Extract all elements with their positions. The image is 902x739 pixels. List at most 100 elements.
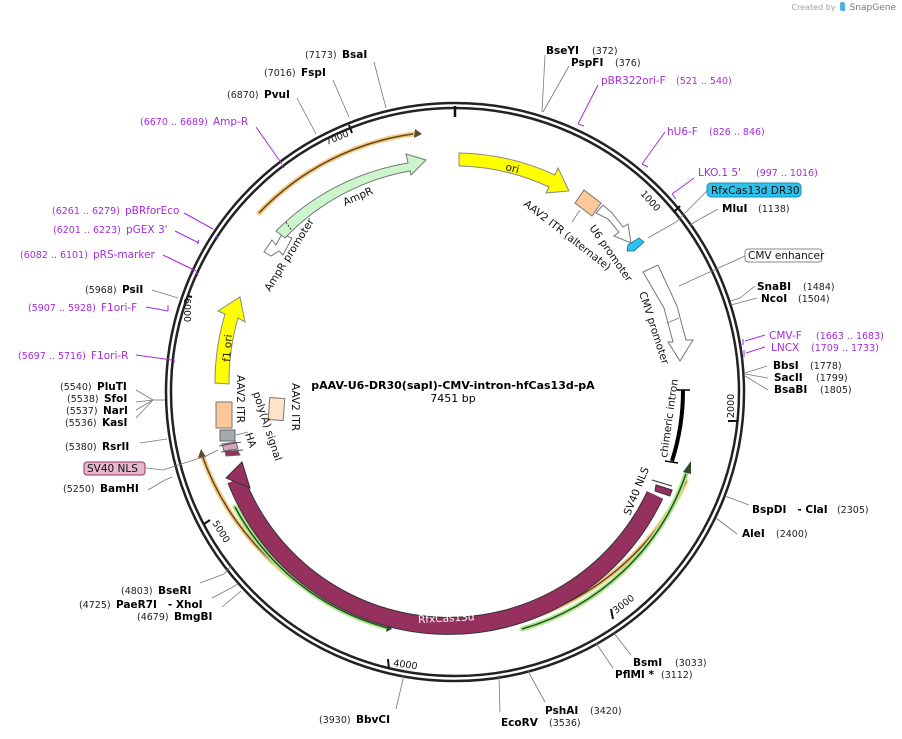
svg-text:PaeR7I - XhoI: PaeR7I - XhoI — [116, 599, 203, 611]
enzyme-pluti: (5540) PluTI — [60, 381, 127, 393]
enzyme-mlui: MluI(1138) — [722, 203, 790, 215]
feature-f1-ori: f1 ori — [214, 296, 246, 385]
svg-text:(3112): (3112) — [661, 670, 693, 681]
enzyme-alei: AleI(2400) — [742, 528, 808, 540]
svg-text:2000: 2000 — [726, 394, 737, 418]
svg-text:hU6-F: hU6-F — [667, 126, 698, 138]
svg-text:PshAI: PshAI — [545, 705, 578, 717]
feature-aav2-itr-2: AAV2 ITR — [267, 383, 301, 431]
tick-4000: 4000 — [387, 658, 418, 672]
svg-text:RfxCas13d: RfxCas13d — [418, 611, 475, 626]
svg-text:(1805): (1805) — [820, 385, 852, 396]
enzyme-ecorv: EcoRV(3536) — [501, 717, 581, 729]
svg-text:(5537): (5537) — [66, 406, 98, 417]
enzyme-bspdi-clai: BspDI - ClaI(2305) — [752, 504, 869, 516]
svg-text:PluTI: PluTI — [97, 381, 127, 393]
enzyme-sfoi: (5538)SfoI — [67, 393, 127, 405]
svg-text:(5536): (5536) — [65, 418, 97, 429]
primer-prs-marker: (6082 .. 6101) pRS-marker — [20, 249, 156, 261]
primer-pbr322ori-f: pBR322ori-F(521 .. 540) — [601, 75, 732, 87]
svg-text:F1ori-F: F1ori-F — [101, 302, 137, 314]
svg-text:BbvCI: BbvCI — [356, 714, 390, 726]
svg-text:BbsI: BbsI — [773, 360, 799, 372]
enzyme-paer7i-xhoi: (4725) PaeR7I - XhoI — [79, 599, 203, 611]
svg-text:(5540): (5540) — [60, 382, 92, 393]
svg-text:(5250): (5250) — [63, 484, 95, 495]
label-sv40-nls: SV40 NLS — [83, 461, 146, 476]
svg-text:(5697 .. 5716): (5697 .. 5716) — [18, 351, 86, 362]
primer-labels: pBR322ori-F(521 .. 540) hU6-F (826 .. 846… — [18, 75, 884, 362]
plasmid-title-block: pAAV-U6-DR30(sapI)-CMV-intron-hfCas13d-p… — [311, 379, 595, 405]
svg-text:NcoI: NcoI — [761, 293, 787, 305]
svg-text:(4679): (4679) — [137, 612, 169, 623]
svg-text:(6082 .. 6101): (6082 .. 6101) — [20, 250, 88, 261]
tick-3000: 3000 — [610, 593, 637, 620]
svg-text:(5968): (5968) — [85, 285, 117, 296]
svg-text:(997 .. 1016): (997 .. 1016) — [756, 168, 818, 179]
enzyme-bmgbi: (4679)BmgBI — [137, 611, 212, 623]
primer-f1ori-f: (5907 .. 5928) F1ori-F — [28, 302, 137, 314]
svg-text:(826 .. 846): (826 .. 846) — [709, 127, 765, 138]
svg-text:ori: ori — [504, 161, 520, 176]
enzyme-nari: (5537) NarI — [66, 405, 128, 417]
svg-text:BsaBI: BsaBI — [774, 384, 807, 396]
enzyme-bseyi: BseYI(372) — [546, 45, 618, 57]
svg-text:(3536): (3536) — [549, 718, 581, 729]
svg-text:(376): (376) — [615, 58, 641, 69]
feature-cmv-promoter: CMV promoter — [636, 264, 694, 367]
enzyme-sacii: SacII(1799) — [774, 372, 848, 384]
feature-dr30 — [626, 237, 645, 252]
svg-text:CMV-F: CMV-F — [769, 330, 802, 342]
svg-text:(1484): (1484) — [803, 282, 835, 293]
primer-f1ori-r: (5697 .. 5716)F1ori-R — [18, 350, 128, 362]
svg-text:BamHI: BamHI — [100, 483, 139, 495]
feature-ori: ori — [458, 152, 570, 194]
feature-ha: HA — [218, 431, 258, 457]
svg-text:(1778): (1778) — [810, 361, 842, 372]
enzyme-labels: BseYI(372) PspFI (376) MluI(1138) SnaBI(1… — [60, 45, 869, 729]
enzyme-leader-lines — [135, 54, 769, 713]
svg-text:(5907 .. 5928): (5907 .. 5928) — [28, 303, 96, 314]
svg-text:PvuI: PvuI — [264, 89, 290, 101]
svg-text:PsiI: PsiI — [122, 284, 143, 296]
feature-chimeric-intron: chimeric intron — [658, 378, 690, 464]
svg-text:(372): (372) — [592, 46, 618, 57]
feature-aav2-itr: AAV2 ITR — [215, 375, 246, 429]
svg-text:(4725): (4725) — [79, 600, 111, 611]
svg-text:BsmI: BsmI — [633, 657, 662, 669]
svg-text:(4803): (4803) — [121, 586, 153, 597]
primer-lncx: LNCX(1709 .. 1733) — [771, 342, 879, 354]
svg-text:(1504): (1504) — [798, 294, 830, 305]
primer-cmv-f: CMV-F(1663 .. 1683) — [769, 330, 884, 342]
svg-text:(1799): (1799) — [816, 373, 848, 384]
svg-text:pRS-marker: pRS-marker — [93, 249, 156, 261]
svg-text:SfoI: SfoI — [104, 393, 127, 405]
enzyme-bsabi: BsaBI (1805) — [774, 384, 852, 396]
svg-text:(2305): (2305) — [837, 505, 869, 516]
svg-text:NarI: NarI — [103, 405, 128, 417]
enzyme-ncoi: NcoI (1504) — [761, 293, 830, 305]
enzyme-psii: (5968) PsiI — [85, 284, 143, 296]
svg-text:RsrII: RsrII — [102, 441, 129, 453]
svg-text:Amp-R: Amp-R — [213, 116, 248, 128]
primer-lko1-5: LKO.1 5'(997 .. 1016) — [698, 167, 818, 179]
svg-text:(6261 .. 6279): (6261 .. 6279) — [52, 206, 120, 217]
enzyme-pvui: (6870)PvuI — [227, 89, 290, 101]
feature-u6-promoter: U6 promoter — [587, 204, 635, 285]
svg-text:(1709 .. 1733): (1709 .. 1733) — [811, 343, 879, 354]
svg-text:FspI: FspI — [301, 67, 326, 79]
svg-text:(3033): (3033) — [675, 658, 707, 669]
svg-text:(521 .. 540): (521 .. 540) — [676, 76, 732, 87]
primer-hu6-f: hU6-F (826 .. 846) — [667, 126, 765, 138]
svg-text:PspFI: PspFI — [571, 57, 603, 69]
plasmid-name: pAAV-U6-DR30(sapI)-CMV-intron-hfCas13d-p… — [311, 379, 595, 392]
svg-text:pGEX 3': pGEX 3' — [126, 224, 168, 236]
svg-text:(7173): (7173) — [305, 50, 337, 61]
enzyme-snabi: SnaBI(1484) — [757, 281, 835, 293]
credit-prefix: Created by — [791, 3, 836, 12]
primer-amp-r: (6670 .. 6689)Amp-R — [140, 116, 248, 128]
svg-text:BsaI: BsaI — [342, 49, 367, 61]
snapgene-logo-icon — [840, 2, 846, 11]
enzyme-fspi: (7016)FspI — [264, 67, 326, 79]
